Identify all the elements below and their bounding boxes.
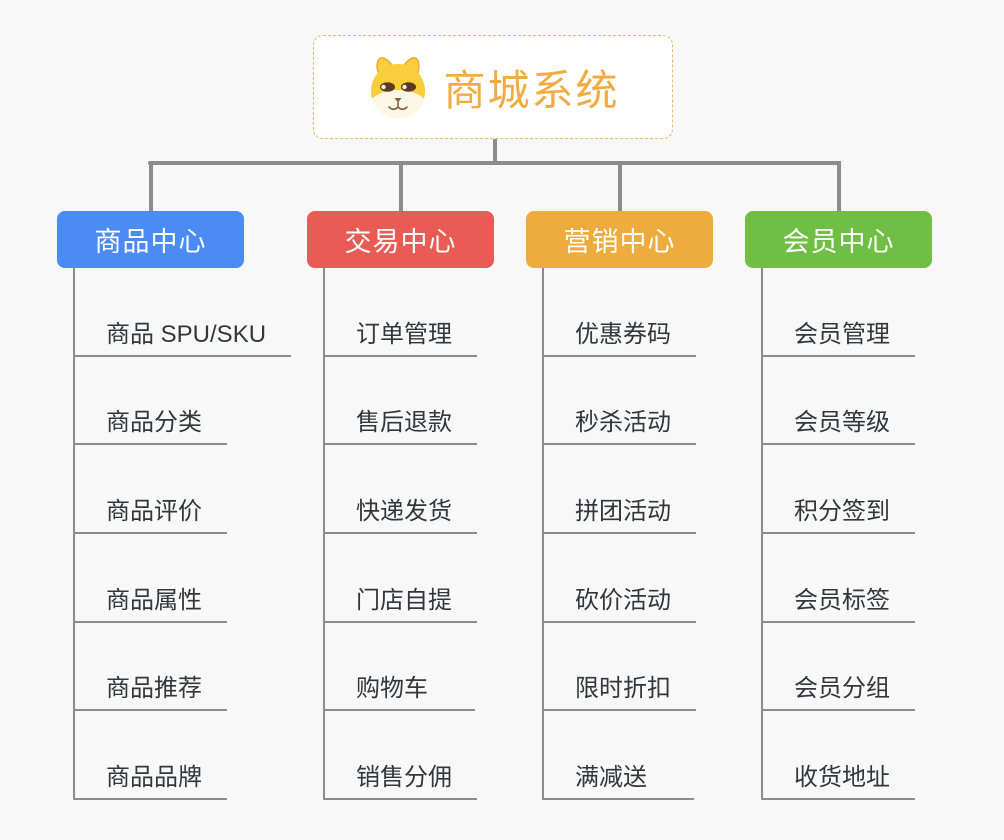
child-topic: 积分签到 — [763, 445, 915, 535]
child-topic: 购物车 — [325, 623, 475, 712]
child-topic-label: 优惠券码 — [575, 320, 671, 348]
child-topic: 销售分佣 — [325, 711, 477, 801]
branch-children: 会员管理会员等级积分签到会员标签会员分组收货地址 — [761, 268, 915, 801]
child-topic: 订单管理 — [325, 268, 477, 357]
root-title: 商城系统 — [443, 66, 620, 114]
child-topic-label: 商品 SPU/SKU — [106, 320, 267, 348]
child-topic: 快递发货 — [325, 445, 477, 535]
branch-children: 订单管理售后退款快递发货门店自提购物车销售分佣 — [323, 268, 477, 801]
branch-label: 商品中心 — [94, 227, 207, 257]
child-topic-label: 商品推荐 — [106, 675, 202, 703]
connector-drop — [836, 161, 841, 212]
connector-stem — [493, 139, 497, 164]
child-topic-label: 商品分类 — [106, 409, 202, 437]
child-topic-label: 满减送 — [575, 764, 647, 792]
child-topic-label: 会员等级 — [794, 409, 890, 437]
branch-node-4: 会员中心 — [745, 211, 932, 268]
branch-label: 会员中心 — [782, 227, 895, 257]
child-topic-label: 购物车 — [356, 675, 428, 703]
child-topic: 商品品牌 — [75, 711, 227, 801]
child-topic: 优惠券码 — [544, 268, 696, 357]
child-topic-label: 限时折扣 — [575, 675, 671, 703]
root-node: 商城系统 — [313, 35, 673, 139]
child-topic: 秒杀活动 — [544, 357, 696, 446]
child-topic-label: 商品属性 — [106, 586, 202, 614]
child-topic-label: 收货地址 — [794, 764, 890, 792]
child-topic: 限时折扣 — [544, 623, 696, 712]
child-topic-label: 快递发货 — [356, 498, 452, 526]
child-topic: 商品 SPU/SKU — [75, 268, 292, 357]
child-topic: 会员等级 — [763, 357, 915, 446]
branch-node-1: 商品中心 — [57, 211, 244, 268]
child-topic: 商品分类 — [75, 357, 227, 446]
branch-label: 交易中心 — [344, 227, 457, 257]
child-topic-label: 商品评价 — [106, 498, 202, 526]
branch-children: 商品 SPU/SKU 商品分类商品评价商品属性商品推荐商品品牌 — [73, 268, 292, 801]
connector-rail — [148, 161, 840, 165]
child-topic-label: 砍价活动 — [575, 586, 671, 614]
child-topic-label: 商品品牌 — [106, 764, 202, 792]
child-topic-label: 门店自提 — [356, 586, 452, 614]
child-topic-label: 会员分组 — [794, 675, 890, 703]
child-topic: 售后退款 — [325, 357, 477, 446]
branch-children: 优惠券码秒杀活动拼团活动砍价活动限时折扣满减送 — [542, 268, 696, 801]
child-topic-label: 售后退款 — [356, 409, 452, 437]
connector-drop — [617, 161, 622, 212]
branch-node-2: 交易中心 — [307, 211, 494, 268]
branch-node-3: 营销中心 — [526, 211, 713, 268]
child-topic-label: 订单管理 — [356, 320, 452, 348]
connector-drop — [148, 161, 153, 212]
child-topic: 商品属性 — [75, 534, 227, 623]
child-topic-label: 会员管理 — [794, 320, 890, 348]
child-topic: 会员标签 — [763, 534, 915, 623]
child-topic: 收货地址 — [763, 711, 915, 801]
child-topic-label: 秒杀活动 — [575, 409, 671, 437]
child-topic-label: 会员标签 — [794, 586, 890, 614]
connector-drop — [398, 161, 403, 212]
child-topic: 满减送 — [544, 711, 694, 801]
child-topic: 拼团活动 — [544, 445, 696, 535]
child-topic: 会员管理 — [763, 268, 915, 357]
child-topic-label: 积分签到 — [794, 498, 890, 526]
child-topic: 商品评价 — [75, 445, 227, 535]
dog-face-icon — [371, 57, 426, 118]
child-topic: 门店自提 — [325, 534, 477, 623]
child-topic-label: 销售分佣 — [356, 764, 452, 792]
child-topic-label: 拼团活动 — [575, 498, 671, 526]
child-topic: 砍价活动 — [544, 534, 696, 623]
child-topic: 会员分组 — [763, 623, 915, 712]
branch-label: 营销中心 — [563, 227, 676, 257]
child-topic: 商品推荐 — [75, 623, 227, 712]
